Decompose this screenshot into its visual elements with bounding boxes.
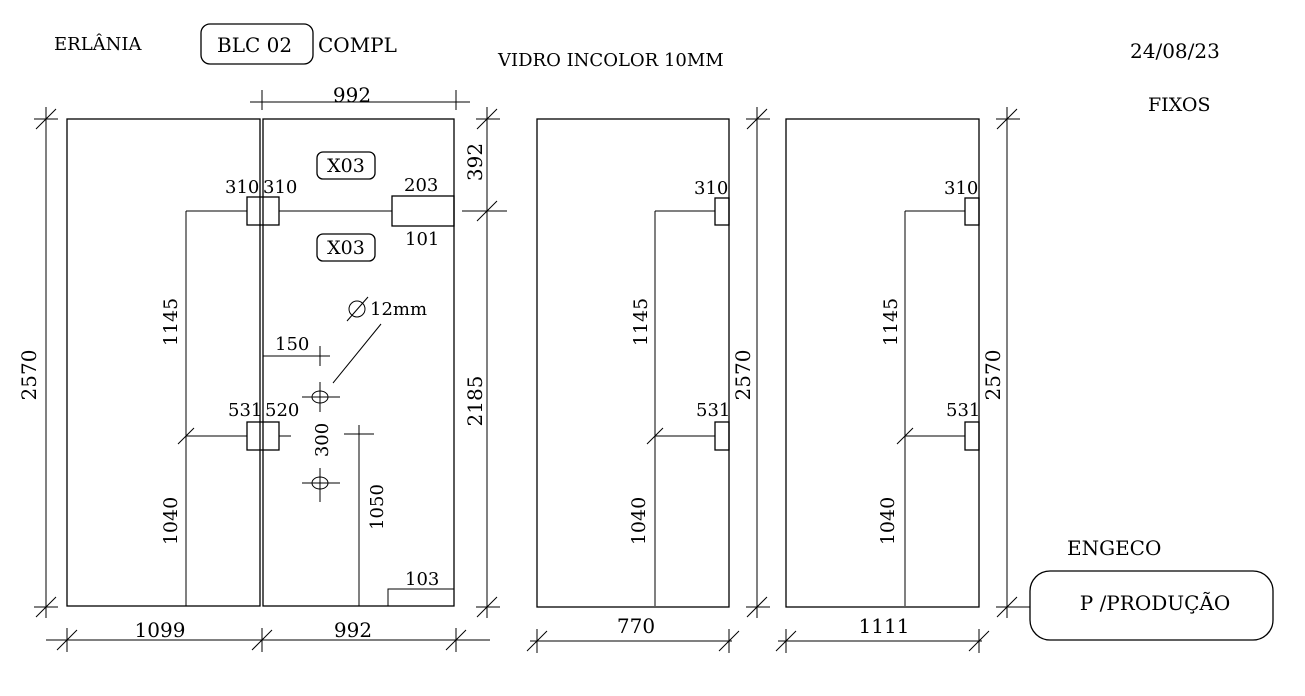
panel-2-upper-height: 1145	[630, 298, 652, 346]
panel-2: 2570 770 1145 1040 310 531	[526, 107, 770, 653]
type-label: FIXOS	[1148, 94, 1210, 116]
compl-label: COMPL	[318, 33, 397, 57]
block-badge	[200, 23, 314, 65]
date-label: 24/08/23	[1130, 39, 1220, 63]
diameter-leader	[332, 323, 382, 384]
panel-2-upper-hinge	[714, 197, 730, 226]
material-label: VIDRO INCOLOR 10MM	[497, 50, 724, 71]
panel-1-hinge-lower-left: 531	[228, 400, 262, 421]
handle-hole-lower	[302, 468, 340, 502]
panel-1-hinge-lower-right: 520	[265, 400, 299, 421]
panel-3-upper-height: 1145	[880, 298, 902, 346]
panel-1-left-upper-height: 1145	[160, 298, 182, 346]
panel-1-badge-lower-label: X03	[327, 237, 365, 259]
panel-1-lower-section-height: 2185	[463, 376, 487, 427]
panel-3-height: 2570	[981, 350, 1005, 401]
panel-1-badge-upper-label: X03	[327, 155, 365, 177]
panel-1-hinge-upper-right: 310	[263, 177, 297, 198]
panel-1-right-width: 992	[334, 618, 372, 642]
panel-1-hole-diameter: 12mm	[370, 299, 427, 320]
panel-1-hole-spacing: 300	[312, 423, 333, 457]
panel-1-hinge-upper-left: 310	[225, 177, 259, 198]
panel-1-total-height: 2570	[17, 350, 41, 401]
panel-2-hinge-upper: 310	[694, 178, 728, 199]
block-label: BLC 02	[217, 33, 292, 57]
panel-3-upper-hinge	[964, 197, 980, 226]
company-name: ENGECO	[1067, 536, 1161, 560]
panel-1-lock-block	[391, 195, 455, 227]
panel-1-badge-upper	[316, 151, 376, 180]
panel-1-top-width: 992	[333, 83, 371, 107]
panel-1-left-pane	[66, 118, 261, 607]
panel-1-top-section-height: 392	[463, 143, 487, 181]
panel-3-hinge-lower: 531	[946, 400, 980, 421]
panel-1-bottom-notch-mark	[387, 588, 454, 606]
diameter-icon	[346, 296, 369, 322]
panel-1-bottom-notch: 103	[405, 569, 439, 590]
panel-3-lower-hinge	[964, 421, 980, 451]
panel-3-pane	[785, 118, 980, 608]
panel-2-lower-height: 1040	[628, 497, 650, 545]
client-name: ERLÂNIA	[54, 32, 143, 55]
production-label: P /PRODUÇÃO	[1080, 591, 1231, 615]
production-badge	[1029, 570, 1274, 641]
panel-1-hole-offset: 150	[275, 334, 309, 355]
panel-1-handle-height: 1050	[367, 484, 388, 530]
panel-2-height: 2570	[731, 350, 755, 401]
panel-2-hinge-lower: 531	[696, 400, 730, 421]
panel-3-lower-height: 1040	[877, 497, 899, 545]
panel-1-lock-top: 203	[404, 175, 438, 196]
panel-3-hinge-upper: 310	[944, 178, 978, 199]
handle-hole-upper	[302, 382, 340, 412]
panel-1: 2570 992 392 2185 1099 992 1145 1040	[17, 83, 507, 652]
panel-2-lower-hinge	[714, 421, 730, 451]
panel-1-badge-lower	[316, 233, 376, 262]
panel-2-width: 770	[617, 614, 655, 638]
panel-3: 2570 1111 1145 1040 310 531	[775, 107, 1030, 653]
panel-1-left-lower-height: 1040	[160, 497, 182, 545]
panel-1-left-width: 1099	[135, 618, 186, 642]
panel-1-lock-bottom: 101	[405, 229, 439, 250]
panel-2-pane	[536, 118, 730, 608]
panel-3-width: 1111	[859, 614, 910, 638]
